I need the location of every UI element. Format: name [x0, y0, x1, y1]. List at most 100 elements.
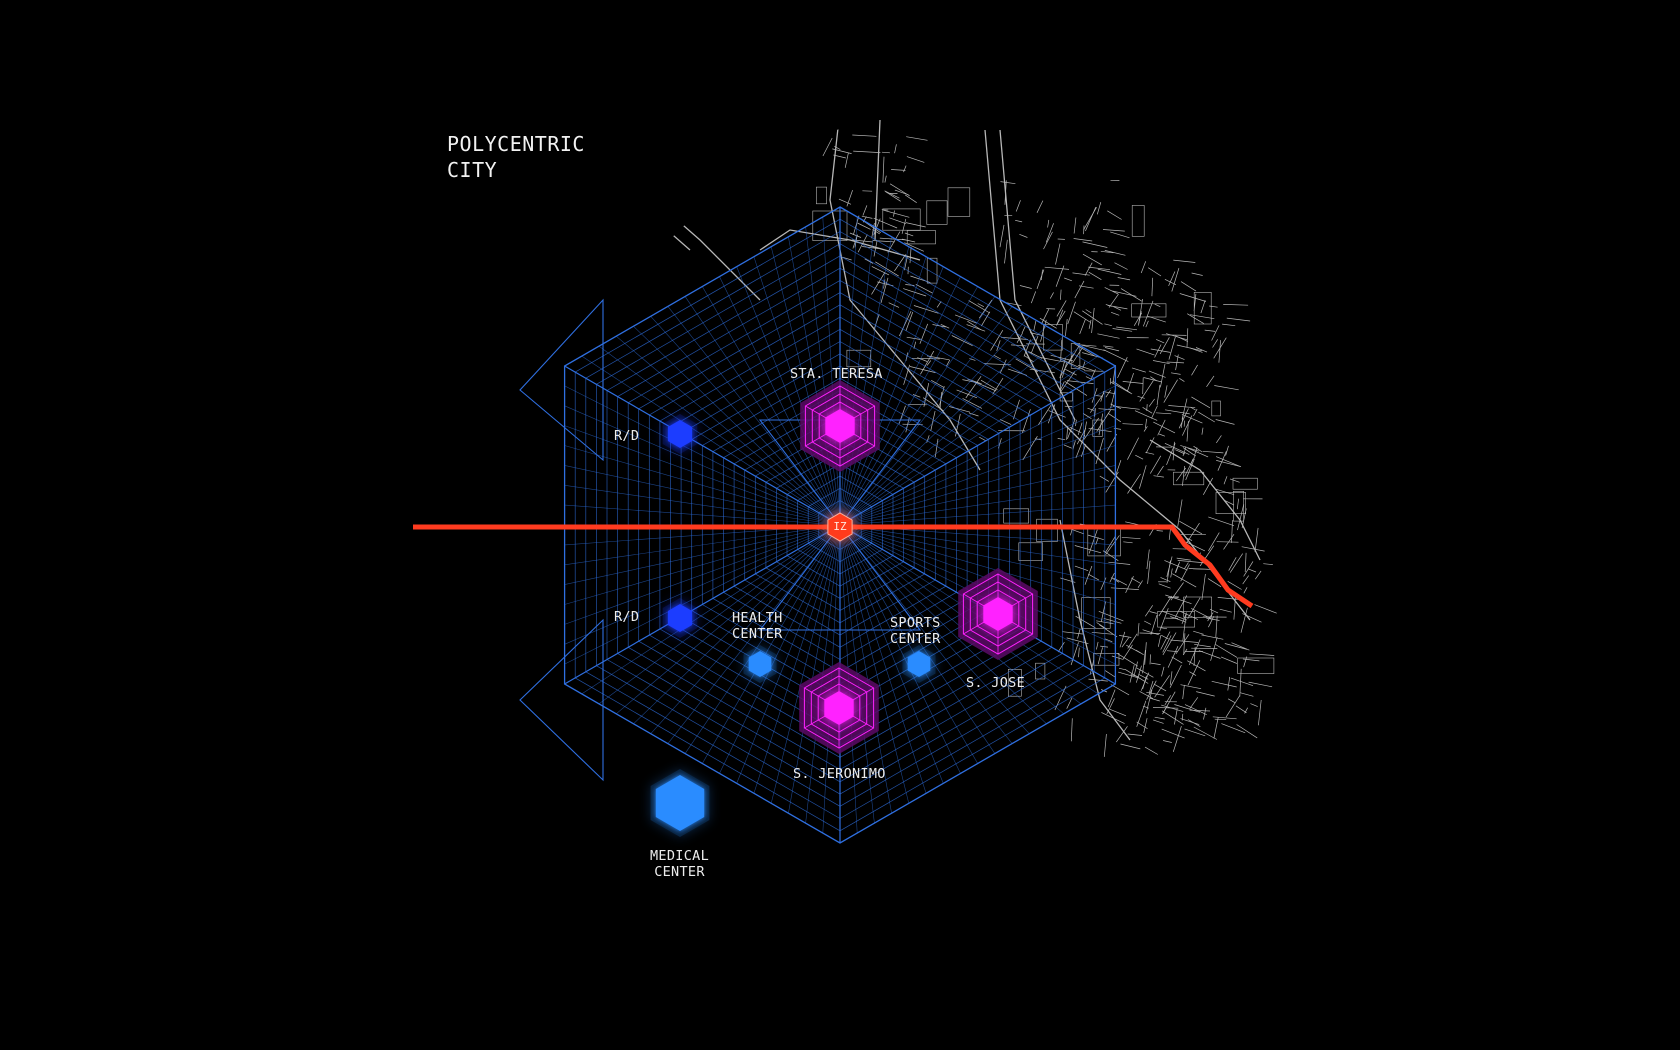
grid-radial [564, 405, 841, 526]
street-segment [1082, 344, 1106, 352]
street-segment [1036, 269, 1045, 290]
street-segment [1181, 415, 1193, 436]
grid-radial [839, 465, 1116, 526]
street-block [1157, 611, 1195, 628]
street-segment [1184, 562, 1189, 569]
street-segment [1041, 269, 1043, 281]
street-segment [1168, 336, 1176, 360]
street-segment [873, 218, 881, 235]
street-segment [1030, 291, 1037, 304]
street-block [1131, 205, 1145, 237]
street-segment [1254, 604, 1277, 614]
street-segment [894, 254, 906, 272]
grid-triangle [758, 524, 922, 631]
street-segment [915, 283, 933, 294]
street-segment [1122, 381, 1144, 384]
label-rd-north: R/D [614, 428, 640, 444]
street-segment [1187, 660, 1206, 672]
street-segment [1127, 437, 1140, 460]
street-segment [1176, 557, 1191, 561]
grid-radial [839, 276, 961, 526]
street-segment [1116, 326, 1138, 331]
street-segment [1211, 680, 1237, 688]
street-segment [977, 303, 984, 308]
street-segment [1235, 705, 1247, 714]
street-segment [1136, 721, 1148, 729]
street-segment [1091, 307, 1095, 334]
street-block [1036, 518, 1058, 542]
street-segment [1068, 344, 1081, 364]
street-segment [1057, 642, 1065, 653]
street-segment [1209, 608, 1219, 614]
street-segment [1154, 675, 1170, 698]
street-segment [1176, 344, 1203, 352]
street-segment [909, 246, 912, 264]
street-segment [1084, 565, 1093, 585]
street-segment [1237, 504, 1245, 531]
street-segment [1117, 277, 1131, 281]
street-segment [1107, 210, 1122, 220]
street-segment [1066, 697, 1073, 709]
grid-radial [598, 524, 841, 705]
street-segment [889, 217, 907, 225]
street-segment [1160, 627, 1168, 630]
street-segment [1160, 577, 1171, 583]
street-segment [1228, 557, 1237, 571]
street-segment [1182, 684, 1185, 700]
grid-radial [598, 345, 841, 526]
grid-radial [581, 524, 841, 695]
street-segment [979, 436, 987, 442]
street-segment [1151, 405, 1158, 419]
grid-radial [839, 524, 1116, 566]
street-segment [1172, 573, 1197, 588]
street-segment [1056, 310, 1066, 326]
street-segment [1033, 320, 1037, 332]
street-segment [1190, 406, 1196, 411]
street-segment [996, 340, 1001, 352]
street-segment [1090, 369, 1096, 380]
street-segment [1157, 419, 1166, 436]
street-segment [1077, 364, 1095, 372]
grid-radial [702, 286, 841, 526]
rail-station-label: IZ [833, 520, 847, 533]
grid-radial [839, 355, 1099, 526]
street-block [1183, 596, 1212, 618]
street-segment [905, 284, 915, 286]
street-segment [1067, 419, 1076, 440]
street-segment [1157, 635, 1162, 647]
street-segment [1180, 281, 1197, 292]
street-segment [1105, 670, 1116, 678]
street-segment [1187, 660, 1201, 686]
street-segment [1121, 536, 1141, 540]
street-segment [891, 169, 906, 171]
street-segment [894, 144, 897, 154]
street-segment [1212, 716, 1237, 720]
street-segment [1108, 293, 1119, 308]
major-road [984, 129, 1251, 621]
street-segment [849, 232, 862, 238]
street-segment [1175, 634, 1190, 654]
street-segment [861, 215, 873, 219]
street-block [815, 186, 827, 205]
street-segment [1073, 217, 1077, 234]
street-block [1237, 657, 1275, 674]
street-segment [1148, 398, 1155, 407]
street-segment [1060, 289, 1062, 300]
street-segment [1153, 683, 1167, 692]
street-segment [834, 145, 841, 150]
major-road [1059, 519, 1131, 741]
street-segment [905, 194, 917, 203]
street-segment [1159, 337, 1170, 355]
rd-node-south [662, 598, 698, 638]
street-segment [946, 359, 951, 367]
label-sports-center-line2: CENTER [890, 631, 941, 647]
major-road [999, 129, 1076, 421]
street-segment [1096, 202, 1102, 215]
street-segment [1149, 611, 1157, 614]
street-segment [1165, 594, 1192, 605]
street-segment [1166, 361, 1185, 364]
street-block [906, 230, 936, 245]
grid-radial [839, 425, 1116, 526]
grid-radial [564, 524, 841, 585]
grid-radial [839, 405, 1116, 526]
